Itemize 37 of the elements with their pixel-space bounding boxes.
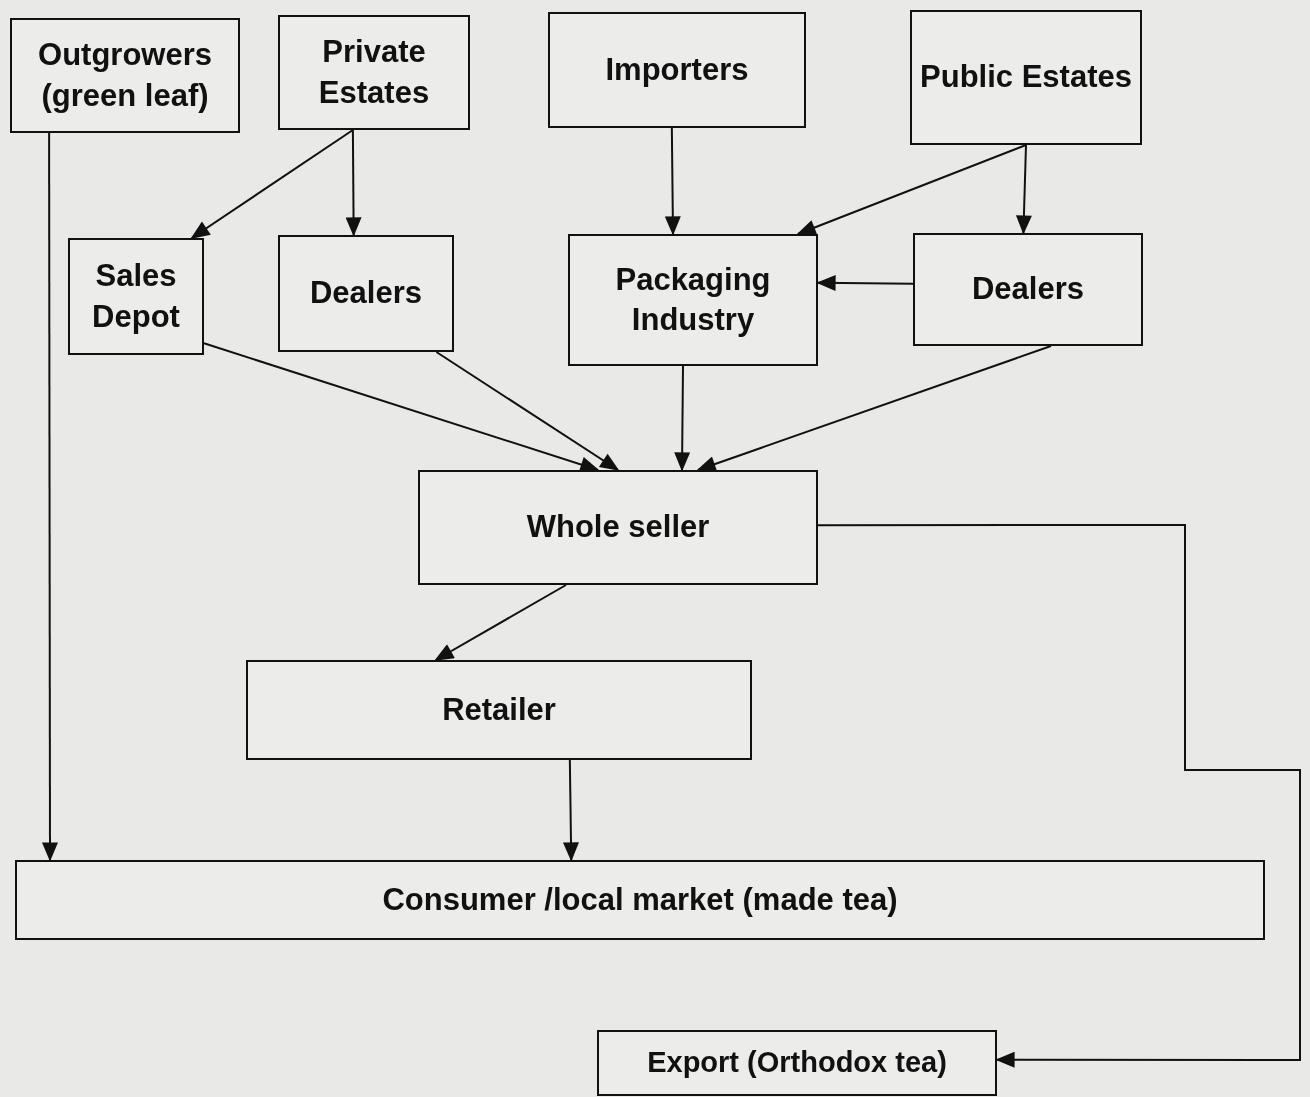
arrow [664, 127, 681, 236]
box-label: Public Estates [920, 58, 1132, 97]
process-box [278, 235, 454, 352]
box-label: Private Estates [317, 33, 431, 112]
box-label: Export (Orthodox tea) [647, 1045, 947, 1081]
box-label: Dealers [310, 274, 422, 313]
box-label: Consumer /local market (made tea) [382, 880, 898, 919]
arrow [674, 365, 691, 472]
arrow [563, 759, 579, 862]
process-box [568, 234, 818, 366]
box-label: Retailer [442, 690, 556, 729]
arrow [345, 129, 362, 237]
arrow [817, 524, 1301, 1068]
arrow [1015, 144, 1032, 235]
process-box [913, 233, 1143, 346]
arrow [796, 144, 1027, 236]
process-box [418, 470, 818, 585]
arrow [42, 132, 58, 862]
arrow [203, 342, 600, 473]
process-box [246, 660, 752, 760]
process-box [548, 12, 806, 128]
box-label: Importers [605, 50, 749, 89]
box-label: Outgrowers (green leaf) [37, 36, 213, 115]
process-box [910, 10, 1142, 145]
arrow [434, 584, 567, 661]
box-label: Dealers [972, 270, 1084, 309]
process-box [15, 860, 1265, 940]
box-label: Whole seller [526, 508, 710, 547]
process-box [597, 1030, 997, 1096]
arrow [190, 129, 354, 239]
box-label: Sales Depot [91, 257, 181, 336]
arrow [696, 345, 1052, 472]
box-label: Packaging Industry [614, 260, 772, 339]
process-box [10, 18, 240, 133]
process-box [68, 238, 204, 355]
arrow [435, 351, 620, 471]
process-box [278, 15, 470, 130]
